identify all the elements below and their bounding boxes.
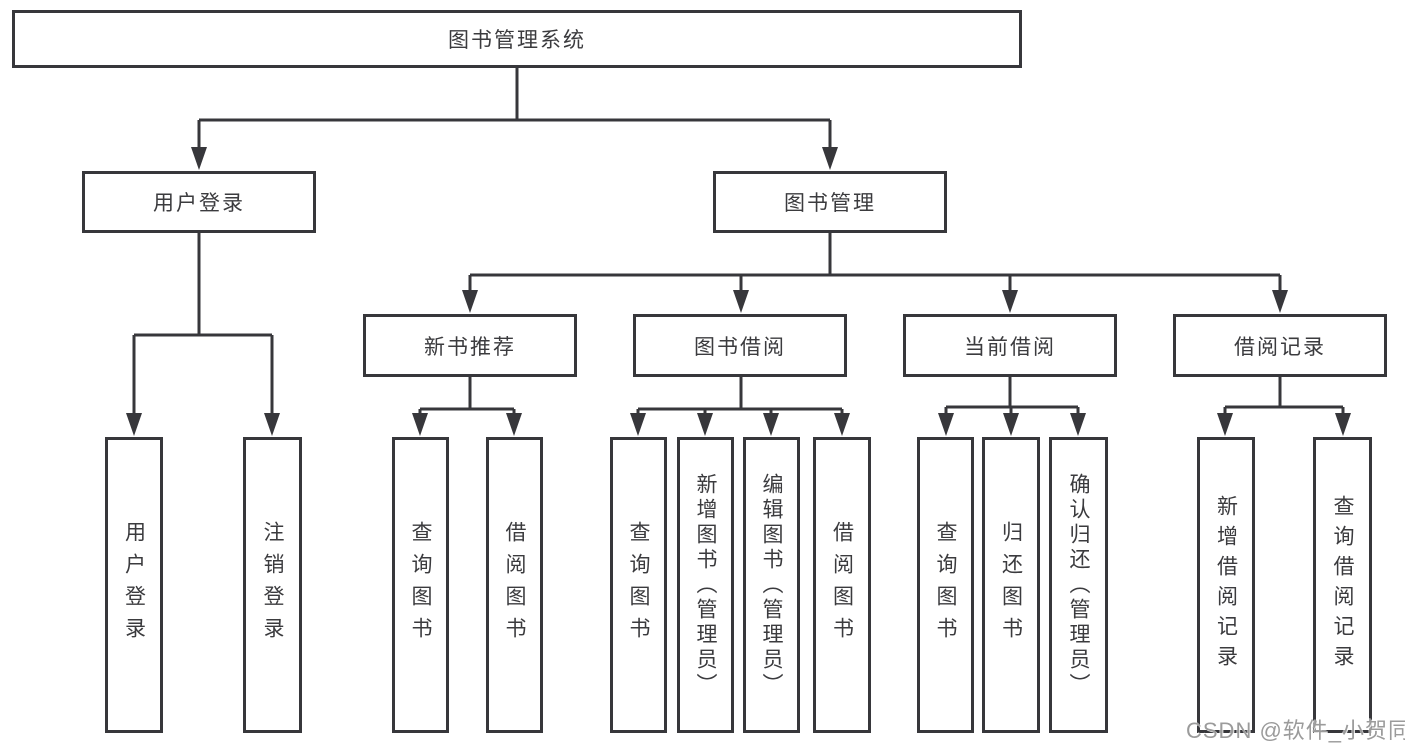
connector-book-management [468, 233, 1282, 292]
leaf-add-books-admin: 新增图书（管理员） [677, 437, 734, 733]
arrowhead [1070, 413, 1086, 436]
node-book-borrow: 图书借阅 [633, 314, 847, 377]
node-user-login-label: 用户登录 [153, 192, 245, 215]
leaf-borrow-borrow-books-label: 借阅图书 [830, 521, 854, 649]
leaf-query-borrow-record-label: 查询借阅记录 [1331, 495, 1354, 675]
node-borrow-records-label: 借阅记录 [1234, 335, 1326, 359]
node-new-book-recommend-label: 新书推荐 [424, 335, 516, 359]
leaf-borrow-query-books-label: 查询图书 [627, 521, 650, 649]
node-root: 图书管理系统 [12, 10, 1022, 68]
node-book-borrow-label: 图书借阅 [694, 335, 786, 359]
connector-book-borrow [636, 377, 844, 415]
node-current-borrow-label: 当前借阅 [964, 335, 1056, 359]
arrowhead [822, 147, 838, 170]
leaf-recommend-query-books: 查询图书 [392, 437, 449, 733]
arrowhead [697, 413, 713, 436]
arrowhead [506, 413, 522, 436]
connector-user-login [132, 233, 274, 415]
csdn-watermark: CSDN @软件_小贺同学 [1186, 718, 1405, 743]
leaf-recommend-borrow-books-label: 借阅图书 [503, 521, 526, 649]
leaf-logout-label: 注销登录 [261, 521, 284, 649]
node-user-login: 用户登录 [82, 171, 316, 233]
node-book-management-label: 图书管理 [784, 192, 876, 215]
arrowhead [1003, 413, 1019, 436]
arrowhead [1002, 290, 1018, 313]
arrowhead [1217, 413, 1233, 436]
leaf-logout: 注销登录 [243, 437, 302, 733]
connector-current-borrow [944, 377, 1080, 415]
connector-new-book-recommend [418, 377, 516, 415]
leaf-edit-books-admin: 编辑图书（管理员） [743, 437, 800, 733]
leaf-current-query-books-label: 查询图书 [934, 521, 957, 649]
leaf-user-login: 用户登录 [105, 437, 163, 733]
arrowhead [1335, 413, 1351, 436]
leaf-borrow-query-books: 查询图书 [610, 437, 667, 733]
arrowhead [264, 413, 280, 436]
arrowhead [462, 290, 478, 313]
arrowhead [763, 413, 779, 436]
arrowhead [191, 147, 207, 170]
node-current-borrow: 当前借阅 [903, 314, 1117, 377]
node-book-management: 图书管理 [713, 171, 947, 233]
leaf-confirm-return-admin: 确认归还（管理员） [1049, 437, 1108, 733]
arrowhead [938, 413, 954, 436]
arrowhead [126, 413, 142, 436]
leaf-return-books: 归还图书 [982, 437, 1040, 733]
arrowhead [1272, 290, 1288, 313]
leaf-user-login-label: 用户登录 [122, 521, 146, 649]
leaf-confirm-return-admin-label: 确认归还（管理员） [1067, 472, 1090, 698]
arrowhead [630, 413, 646, 436]
node-borrow-records: 借阅记录 [1173, 314, 1387, 377]
node-new-book-recommend: 新书推荐 [363, 314, 577, 377]
leaf-recommend-borrow-books: 借阅图书 [486, 437, 543, 733]
leaf-add-borrow-record-label: 新增借阅记录 [1214, 495, 1238, 675]
leaf-add-borrow-record: 新增借阅记录 [1197, 437, 1255, 733]
leaf-query-borrow-record: 查询借阅记录 [1313, 437, 1372, 733]
leaf-current-query-books: 查询图书 [917, 437, 974, 733]
leaf-return-books-label: 归还图书 [999, 521, 1023, 649]
leaf-add-books-admin-label: 新增图书（管理员） [694, 472, 717, 698]
connector-root [197, 68, 832, 150]
arrowhead [834, 413, 850, 436]
leaf-borrow-borrow-books: 借阅图书 [813, 437, 871, 733]
node-root-label: 图书管理系统 [448, 29, 586, 52]
leaf-edit-books-admin-label: 编辑图书（管理员） [760, 472, 783, 698]
arrowhead [733, 290, 749, 313]
connector-borrow-records [1223, 377, 1345, 415]
arrowhead [412, 413, 428, 436]
leaf-recommend-query-books-label: 查询图书 [409, 521, 432, 649]
